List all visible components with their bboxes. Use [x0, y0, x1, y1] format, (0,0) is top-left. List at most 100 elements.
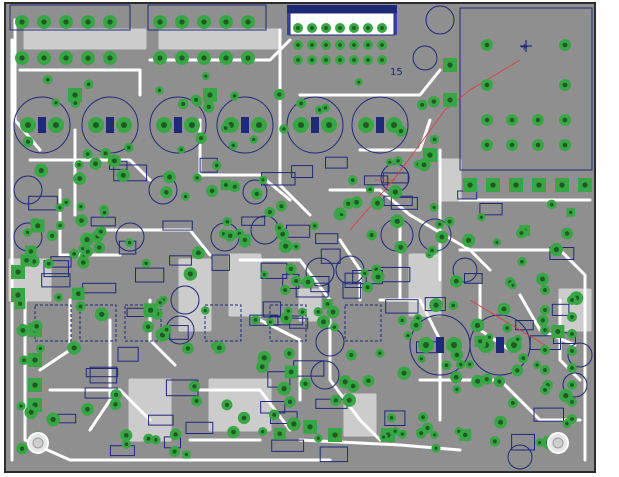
silk-footprint-20 — [325, 156, 348, 169]
pad-212-hole — [433, 302, 439, 308]
pad-244-hole — [291, 421, 297, 427]
pad-293-hole — [185, 346, 191, 351]
pad-113-hole — [521, 356, 526, 361]
pad-122-hole — [259, 364, 265, 370]
pad-165-hole — [85, 406, 90, 412]
pad-85-hole — [427, 152, 433, 158]
pad-161-hole — [241, 415, 247, 421]
silk-footprint-27 — [384, 410, 406, 426]
pad-175-hole — [254, 191, 259, 197]
silk-capacitor-band-7 — [496, 337, 504, 353]
pad-22-hole — [324, 26, 328, 30]
pad-5-hole — [157, 19, 163, 25]
pad-53-hole — [467, 182, 473, 188]
silk-capacitor-outline-0 — [13, 96, 71, 154]
pad-287-hole — [192, 384, 197, 389]
pad-153-hole — [58, 206, 62, 210]
pad-61-hole — [92, 121, 100, 129]
silk-capacitor-outline-3 — [216, 96, 274, 154]
pad-132-hole — [93, 161, 98, 167]
silk-footprint-51 — [551, 303, 570, 316]
pad-292-hole — [225, 219, 230, 224]
pad-242-hole — [22, 358, 26, 363]
pad-101-hole — [261, 355, 267, 361]
pad-75-hole — [15, 269, 21, 275]
pad-308-hole — [317, 108, 322, 112]
pad-289-hole — [127, 240, 132, 245]
pad-126-hole — [113, 392, 119, 397]
silk-footprint-65 — [89, 366, 118, 384]
pad-338-hole — [570, 298, 574, 302]
pad-2-hole — [63, 19, 69, 25]
pad-195-hole — [325, 302, 330, 306]
pad-261-hole — [350, 383, 356, 389]
pad-110-hole — [64, 200, 68, 205]
pad-180-hole — [400, 432, 405, 436]
silk-component-circle-20 — [567, 342, 593, 368]
pad-182-hole — [505, 326, 510, 330]
pad-12-hole — [63, 55, 69, 61]
trace-29 — [258, 318, 302, 402]
pad-331-hole — [181, 102, 186, 107]
pad-181-hole — [31, 259, 37, 264]
pad-83-hole — [447, 62, 453, 68]
silk-component-circle-9 — [242, 179, 268, 205]
pad-217-hole — [214, 163, 219, 168]
pad-213-hole — [261, 178, 265, 182]
pad-7-hole — [201, 19, 207, 25]
trace-30 — [88, 318, 112, 432]
pad-81-hole — [72, 92, 78, 98]
silkscreen-label-fifteen: 15 — [390, 67, 403, 78]
pad-134-hole — [184, 453, 188, 457]
silk-footprint-69 — [553, 332, 576, 344]
silk-footprint-1 — [262, 301, 282, 318]
pad-322-hole — [126, 145, 131, 150]
pad-227-hole — [425, 425, 430, 431]
pad-218-hole — [287, 399, 293, 405]
pad-191-hole — [433, 433, 437, 437]
silk-component-circle-19 — [507, 444, 533, 470]
pad-221-hole — [277, 431, 283, 437]
pad-45-hole — [484, 117, 490, 123]
pad-159-hole — [421, 415, 425, 420]
pad-347-hole — [543, 308, 547, 312]
pad-30-hole — [338, 43, 342, 47]
pad-135-hole — [145, 324, 151, 330]
pad-219-hole — [498, 419, 503, 425]
pad-141-hole — [565, 421, 569, 426]
pad-168-hole — [396, 159, 400, 163]
pad-130-hole — [154, 438, 158, 442]
pad-166-hole — [284, 315, 289, 321]
pad-198-hole — [227, 233, 233, 238]
pad-224-hole — [58, 223, 62, 228]
pad-147-hole — [475, 378, 481, 384]
pad-28-hole — [310, 43, 314, 47]
pad-56-hole — [536, 182, 542, 188]
pad-102-hole — [111, 158, 117, 164]
pad-9-hole — [245, 19, 251, 25]
pad-64-hole — [188, 121, 196, 129]
silk-capacitor-band-6 — [436, 337, 444, 353]
silk-component-circle-12 — [305, 257, 335, 287]
pad-313-hole — [204, 74, 208, 78]
pad-305-hole — [123, 432, 129, 438]
pad-346-hole — [543, 288, 547, 292]
pad-184-hole — [453, 374, 459, 380]
pad-205-hole — [144, 261, 148, 266]
pad-335-hole — [86, 82, 91, 87]
pad-18-hole — [223, 55, 229, 61]
pad-145-hole — [447, 219, 452, 224]
pad-21-hole — [310, 26, 314, 30]
pad-280-hole — [84, 236, 90, 243]
pad-245-hole — [28, 409, 34, 415]
pad-115-hole — [365, 285, 370, 290]
pad-40-hole — [380, 58, 384, 62]
pad-59-hole — [24, 121, 32, 129]
pad-41-hole — [484, 42, 490, 48]
pad-138-hole — [553, 247, 559, 253]
silk-footprint-4 — [390, 196, 418, 210]
pad-124-hole — [187, 271, 193, 277]
pad-177-hole — [305, 279, 311, 285]
pad-35-hole — [310, 58, 314, 62]
